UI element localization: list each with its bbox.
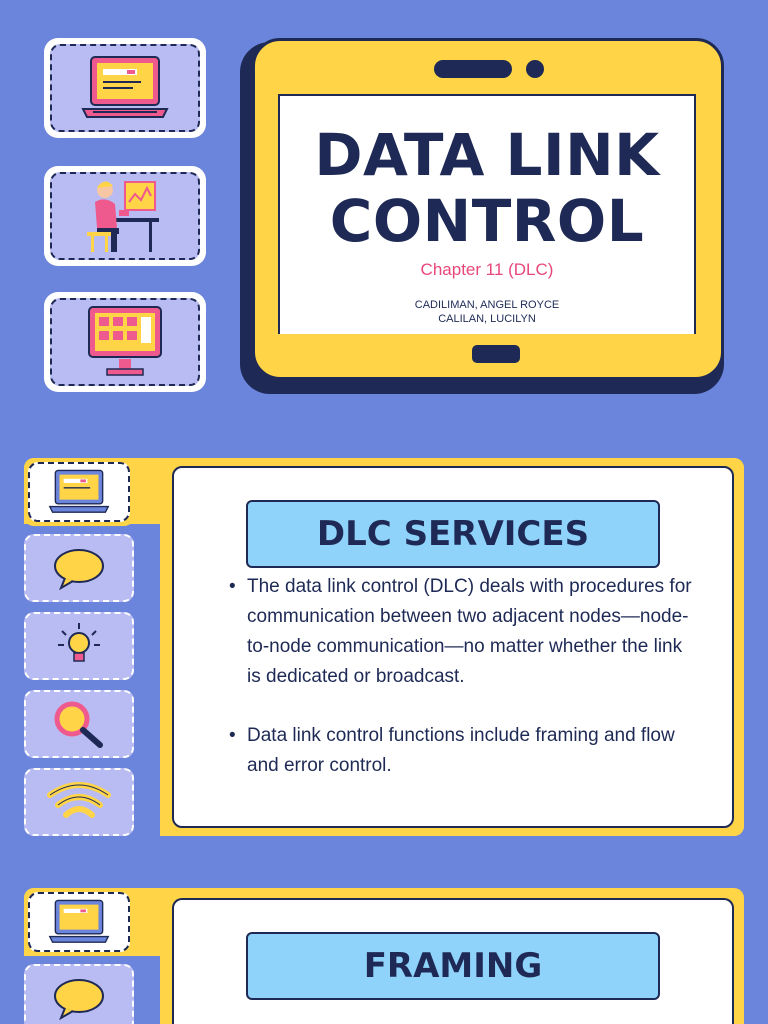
- framing-heading: FRAMING: [363, 946, 543, 986]
- side-tile-bulb: [24, 612, 134, 680]
- page-title: DATA LINK CONTROL: [280, 122, 694, 254]
- laptop-icon: [81, 56, 169, 118]
- speech-bubble-icon: [54, 979, 104, 1020]
- framing-heading-pill: FRAMING: [246, 932, 660, 1000]
- tablet-screen: DATA LINK CONTROL Chapter 11 (DLC) CADIL…: [278, 94, 696, 334]
- tablet-home-button: [472, 345, 520, 363]
- tile-laptop: [44, 38, 206, 138]
- chapter-subtitle: Chapter 11 (DLC): [420, 260, 554, 279]
- title-line-2: CONTROL: [329, 187, 645, 255]
- laptop-icon: [48, 899, 110, 943]
- dlc-services-heading: DLC SERVICES: [316, 514, 590, 554]
- tablet-speaker: [434, 60, 512, 78]
- bullet-item: Data link control functions include fram…: [226, 721, 696, 781]
- wifi-icon: [47, 782, 111, 818]
- author-1: CADILIMAN, ANGEL ROYCE: [414, 299, 560, 311]
- side-tile-laptop: [24, 458, 134, 526]
- title-line-1: DATA LINK: [314, 121, 660, 189]
- author-2: CALILAN, LUCILYN: [438, 313, 536, 325]
- monitor-icon: [88, 306, 162, 376]
- side-tile-wifi: [24, 768, 134, 836]
- person-at-desk-icon: [87, 181, 159, 252]
- dlc-services-heading-pill: DLC SERVICES: [246, 500, 660, 568]
- tablet-camera: [526, 60, 544, 78]
- side-tile-magnifier: [24, 690, 134, 758]
- framing-side-tile-laptop: [24, 888, 134, 956]
- tile-monitor: [44, 292, 206, 392]
- bullet-item: The data link control (DLC) deals with p…: [226, 572, 696, 692]
- laptop-icon: [48, 469, 110, 513]
- lightbulb-icon: [58, 623, 100, 662]
- dlc-services-bullets: The data link control (DLC) deals with p…: [226, 572, 696, 781]
- tile-person-at-desk: [44, 166, 206, 266]
- magnifier-icon: [54, 701, 103, 748]
- framing-side-tile-speech: [24, 964, 134, 1024]
- side-tile-speech: [24, 534, 134, 602]
- speech-bubble-icon: [54, 549, 104, 590]
- authors: CADILIMAN, ANGEL ROYCE CALILAN, LUCILYN: [280, 298, 694, 326]
